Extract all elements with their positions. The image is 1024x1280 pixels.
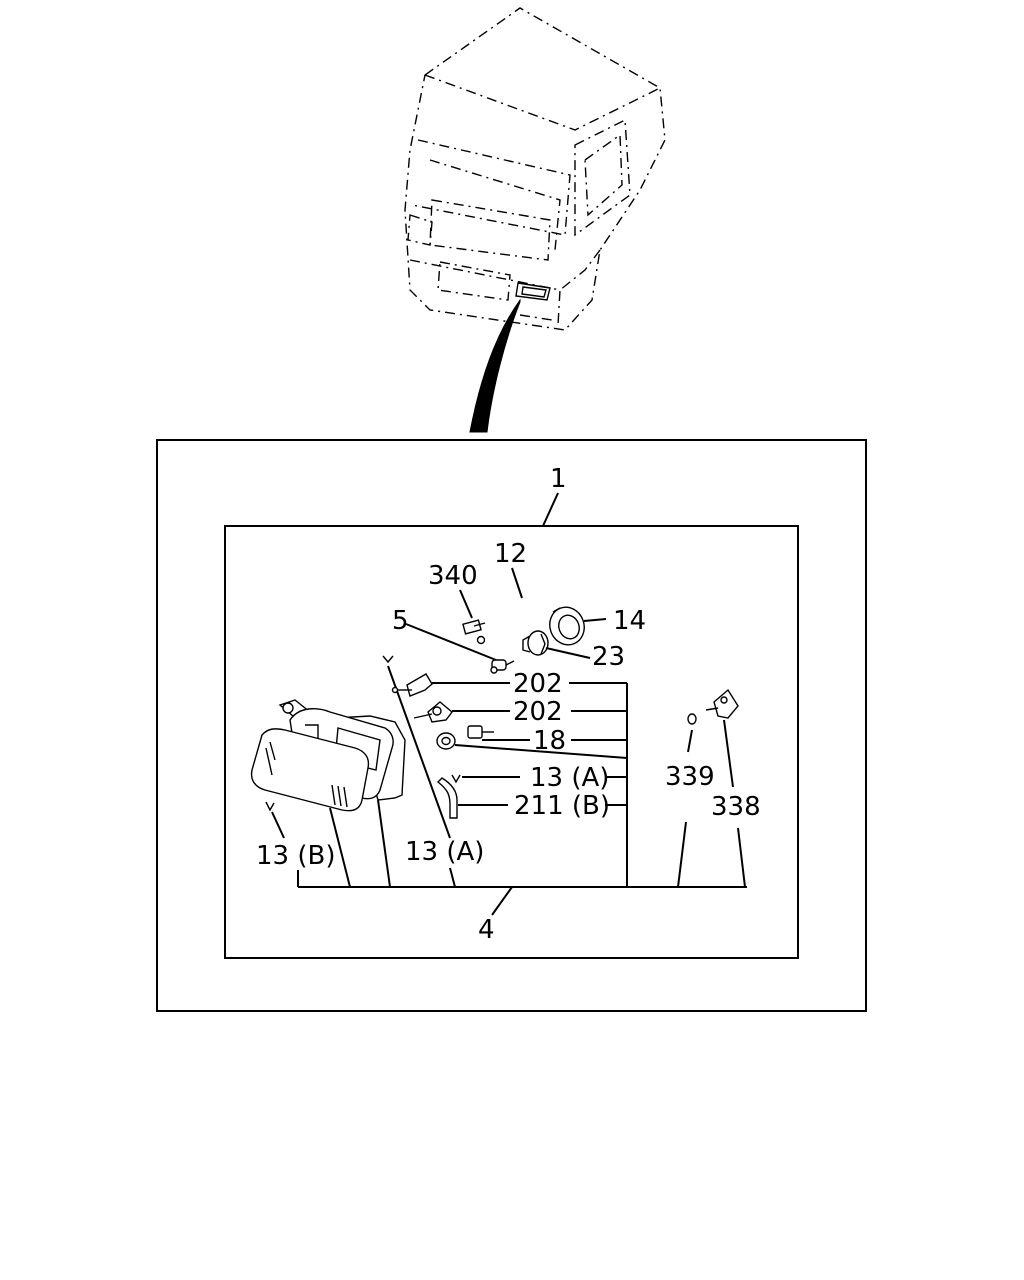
part-202-upper (391, 673, 433, 697)
leader-5 (405, 623, 497, 661)
leader-14 (583, 618, 607, 622)
part-12 (476, 597, 527, 645)
leader-4 (491, 886, 513, 916)
fog-lamp-assembly (250, 699, 406, 812)
leader-bus (297, 682, 747, 888)
clip-13a-right-part (451, 774, 461, 784)
label-211b: 211 (B) (514, 791, 610, 821)
label-13a-right: 13 (A) (530, 763, 609, 793)
label-13b: 13 (B) (256, 841, 335, 871)
leader-grommet (454, 744, 628, 759)
label-12: 12 (494, 539, 527, 569)
label-4: 4 (478, 915, 495, 945)
part-5 (490, 659, 515, 674)
part-23 (522, 630, 549, 656)
label-340: 340 (428, 561, 478, 591)
label-202-lower: 202 (513, 697, 563, 727)
part-340 (462, 619, 486, 635)
label-23: 23 (592, 642, 625, 672)
label-202-upper: 202 (513, 669, 563, 699)
outer-frame (156, 439, 867, 1012)
part-202-lower (413, 701, 453, 723)
leader-338 (723, 719, 734, 788)
clip-13b-part (265, 801, 275, 812)
leader-12 (511, 567, 523, 599)
label-339: 339 (665, 762, 715, 792)
pointer-arrow (469, 298, 521, 433)
label-338: 338 (711, 792, 761, 822)
leader-13a-left (387, 665, 451, 839)
leader-1 (542, 492, 559, 527)
leader-339 (687, 729, 693, 753)
label-1: 1 (550, 464, 567, 494)
label-14: 14 (613, 606, 646, 636)
part-338 (705, 688, 739, 719)
inner-frame (224, 525, 799, 959)
part-211b (436, 777, 458, 819)
part-14 (549, 606, 585, 646)
part-grommet (436, 732, 456, 750)
part-339 (687, 713, 697, 725)
leader-23 (545, 647, 591, 659)
label-5: 5 (392, 606, 409, 636)
part-18 (467, 725, 494, 739)
clip-13a-left-part (382, 655, 394, 664)
truck-cab-illustration (404, 7, 666, 331)
label-13a-left: 13 (A) (405, 837, 484, 867)
leader-13b (271, 811, 285, 839)
leader-340 (459, 589, 473, 619)
